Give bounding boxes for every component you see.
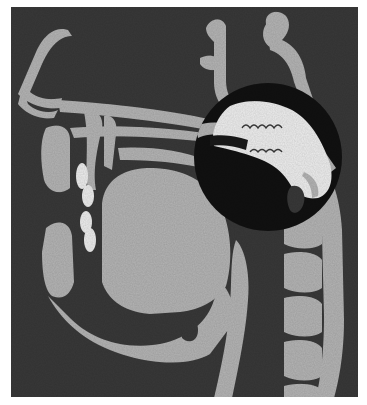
- scan-texture: [10, 6, 359, 398]
